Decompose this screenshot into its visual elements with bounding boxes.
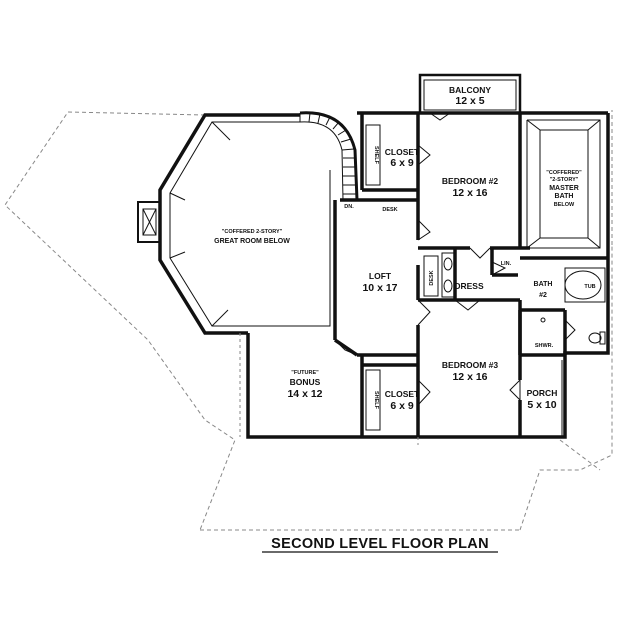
bedroom3-size: 12 x 16 xyxy=(452,371,487,383)
shelf-lower-label: SHELF xyxy=(373,391,379,410)
door-swings xyxy=(334,112,576,406)
lin-label: LIN. xyxy=(501,261,512,267)
loft-size: 10 x 17 xyxy=(362,282,397,294)
bedroom3-label: BEDROOM #3 xyxy=(442,360,498,370)
tub-label: TUB xyxy=(584,284,595,290)
master-bath-line5: BELOW xyxy=(554,202,575,208)
balcony-size: 12 x 5 xyxy=(455,95,484,107)
plan-title: SECOND LEVEL FLOOR PLAN xyxy=(271,536,489,552)
dashed-lines xyxy=(239,333,419,445)
porch-size: 5 x 10 xyxy=(527,399,556,411)
closet-top-label: CLOSET xyxy=(385,147,420,157)
desk-upper-label: DESK xyxy=(382,207,397,213)
bonus-size: 14 x 12 xyxy=(287,388,322,400)
master-bath-line3: MASTER xyxy=(549,185,579,192)
staircase xyxy=(299,111,359,201)
balcony-label: BALCONY xyxy=(449,85,491,95)
inner-outlines xyxy=(137,79,606,437)
shwr-label: SHWR. xyxy=(535,343,554,349)
dn-label: DN. xyxy=(344,204,354,210)
bath2-label: BATH xyxy=(534,281,553,288)
master-bath-line4: BATH xyxy=(555,193,574,200)
walls xyxy=(158,73,610,439)
bedroom2-size: 12 x 16 xyxy=(452,187,487,199)
bath2-size: #2 xyxy=(539,292,547,299)
shelf-upper-label: SHELF xyxy=(373,146,379,165)
desk-side-label: DESK xyxy=(429,270,435,285)
bonus-line1: "FUTURE" xyxy=(291,370,319,376)
closet-top-size: 6 x 9 xyxy=(390,157,414,169)
great-room-line1: "COFFERED 2-STORY" xyxy=(222,229,283,235)
master-bath-line2: "2-STORY" xyxy=(550,177,579,183)
loft-label: LOFT xyxy=(369,271,392,281)
closet-bottom-size: 6 x 9 xyxy=(390,400,414,412)
bedroom2-label: BEDROOM #2 xyxy=(442,176,498,186)
dress-label: DRESS xyxy=(454,281,484,291)
great-room-line2: GREAT ROOM BELOW xyxy=(214,238,290,245)
porch-label: PORCH xyxy=(527,388,558,398)
master-bath-line1: "COFFERED" xyxy=(546,170,582,176)
closet-bottom-label: CLOSET xyxy=(385,389,420,399)
bonus-label: BONUS xyxy=(290,377,321,387)
